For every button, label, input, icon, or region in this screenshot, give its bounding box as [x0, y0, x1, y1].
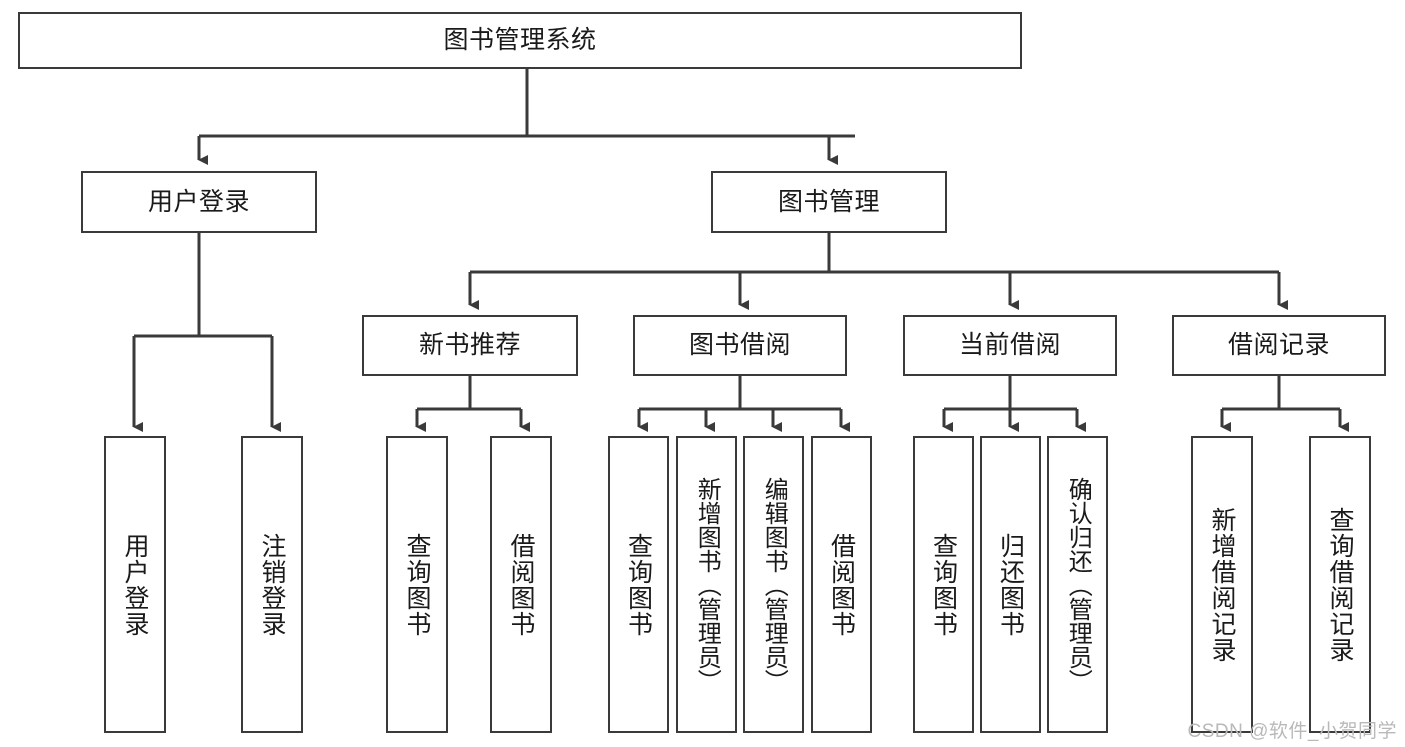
leaf-add-borrow-record[interactable]: 新增借阅记录	[1191, 436, 1253, 733]
leaf-add-book[interactable]: 新增图书（管理员）	[676, 436, 737, 733]
node-borrow-record-label: 借阅记录	[1227, 331, 1330, 360]
node-new-book-recommend-label: 新书推荐	[418, 331, 521, 360]
node-root-label: 图书管理系统	[443, 26, 597, 55]
node-user-login-label: 用户登录	[147, 187, 250, 216]
node-book-management[interactable]: 图书管理	[711, 171, 947, 233]
leaf-query-book-1-label: 查询图书	[403, 532, 431, 637]
leaf-add-book-label: 新增图书（管理员）	[693, 476, 721, 693]
node-current-borrow-label: 当前借阅	[958, 331, 1061, 360]
watermark-text: CSDN @软件_小贺同学	[1187, 721, 1397, 742]
leaf-confirm-return[interactable]: 确认归还（管理员）	[1047, 436, 1108, 733]
node-new-book-recommend[interactable]: 新书推荐	[362, 315, 578, 376]
leaf-edit-book-label: 编辑图书（管理员）	[760, 476, 788, 693]
leaf-add-borrow-record-label: 新增借阅记录	[1208, 506, 1236, 663]
leaf-query-borrow-record[interactable]: 查询借阅记录	[1309, 436, 1371, 733]
node-borrow-record[interactable]: 借阅记录	[1172, 315, 1386, 376]
leaf-logout-login[interactable]: 注销登录	[241, 436, 303, 733]
node-root[interactable]: 图书管理系统	[18, 12, 1022, 69]
leaf-borrow-book-1-label: 借阅图书	[507, 532, 535, 637]
node-book-management-label: 图书管理	[777, 187, 880, 216]
leaf-return-book[interactable]: 归还图书	[980, 436, 1041, 733]
leaf-return-book-label: 归还图书	[996, 532, 1025, 637]
leaf-edit-book[interactable]: 编辑图书（管理员）	[743, 436, 804, 733]
leaf-query-book-3[interactable]: 查询图书	[913, 436, 974, 733]
leaf-query-borrow-record-label: 查询借阅记录	[1326, 506, 1354, 663]
node-book-borrow[interactable]: 图书借阅	[633, 315, 847, 376]
leaf-borrow-book-1[interactable]: 借阅图书	[490, 436, 552, 733]
leaf-query-book-3-label: 查询图书	[929, 532, 958, 637]
leaf-user-login[interactable]: 用户登录	[104, 436, 166, 733]
leaf-query-book-2-label: 查询图书	[624, 532, 653, 637]
node-current-borrow[interactable]: 当前借阅	[903, 315, 1117, 376]
node-user-login[interactable]: 用户登录	[81, 171, 317, 233]
node-book-borrow-label: 图书借阅	[688, 331, 791, 360]
leaf-logout-login-label: 注销登录	[258, 532, 286, 637]
leaf-confirm-return-label: 确认归还（管理员）	[1064, 476, 1092, 693]
leaf-user-login-label: 用户登录	[121, 532, 149, 637]
leaf-query-book-2[interactable]: 查询图书	[608, 436, 669, 733]
leaf-borrow-book-2-label: 借阅图书	[827, 532, 856, 637]
leaf-query-book-1[interactable]: 查询图书	[386, 436, 448, 733]
leaf-borrow-book-2[interactable]: 借阅图书	[811, 436, 872, 733]
